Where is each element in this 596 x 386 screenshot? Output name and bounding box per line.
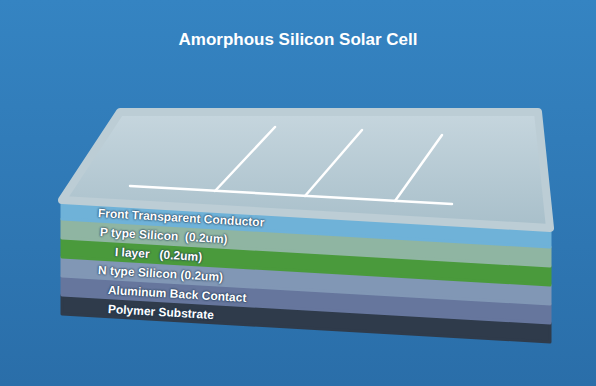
layer-label: P type Silicon (0.2um) [100, 225, 228, 246]
title: Amorphous Silicon Solar Cell [0, 30, 596, 50]
contact-grid [130, 127, 452, 204]
layer-label: Polymer Substrate [108, 302, 215, 322]
layer-label: N type Silicon (0.2um) [98, 263, 224, 284]
layer-label: Aluminum Back Contact [108, 283, 247, 305]
layer-band: N type Silicon (0.2um) [97, 259, 228, 285]
layer-band: I layer (0.2um) [114, 241, 207, 265]
layer-band: Aluminum Back Contact [107, 279, 251, 306]
layer-label: I layer (0.2um) [115, 245, 203, 264]
